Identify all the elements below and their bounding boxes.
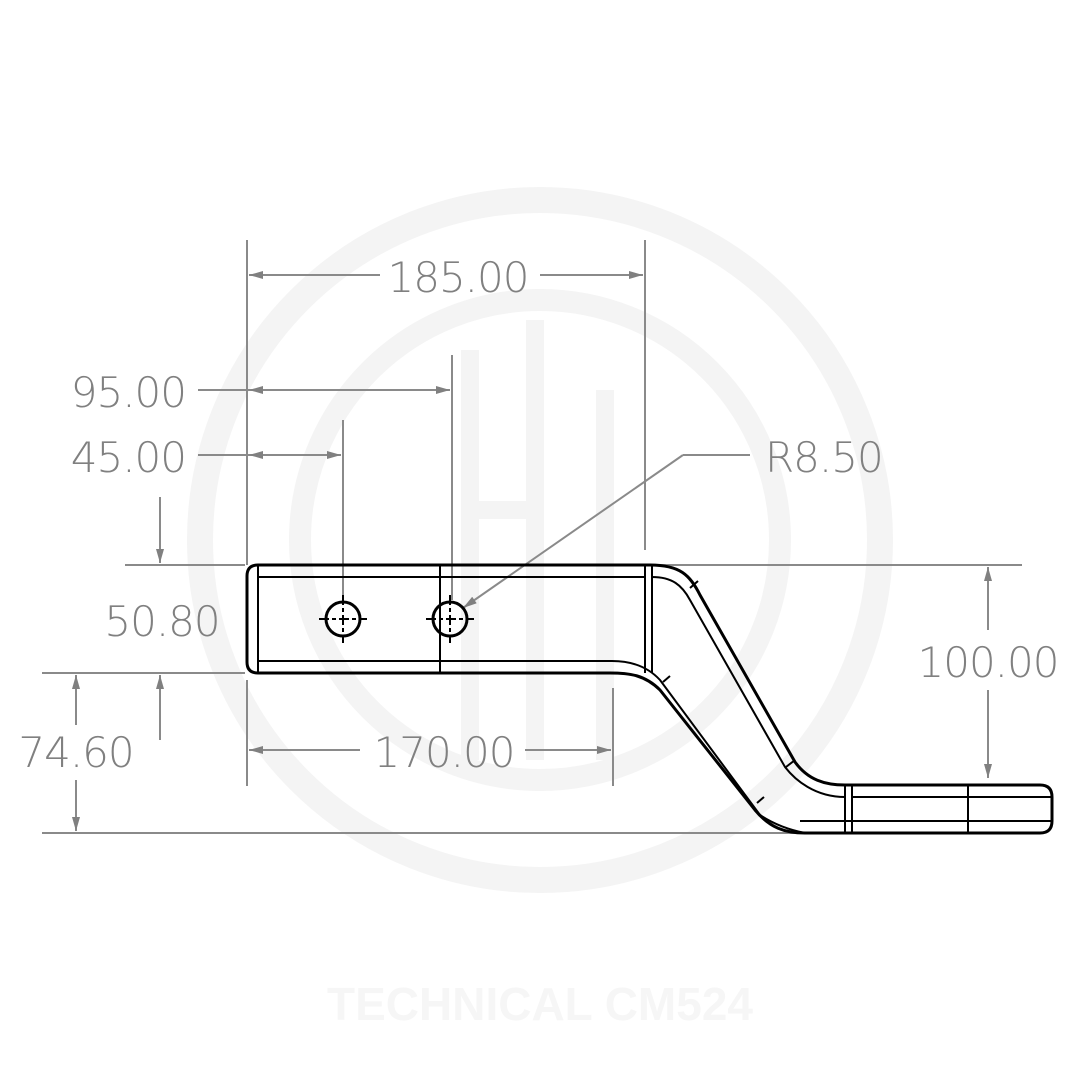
dimension-hole2-offset: 95.00 (71, 368, 450, 417)
dim-74-60: 74.60 (18, 728, 133, 777)
dimension-drop: 100.00 (918, 567, 1059, 778)
dim-100: 100.00 (918, 638, 1059, 687)
watermark-text: TECHNICAL CM524 (327, 978, 753, 1030)
watermark-logo (187, 187, 893, 893)
dim-50-80: 50.80 (104, 597, 219, 646)
hole-2 (426, 595, 474, 643)
dimension-bottom-offset: 74.60 (18, 675, 135, 831)
dimension-shank-height: 50.80 (104, 497, 221, 740)
dimension-overall-length: 185.00 (249, 253, 643, 302)
dim-95: 95.00 (71, 368, 186, 417)
extension-lines (42, 240, 1022, 834)
dim-170: 170.00 (374, 728, 515, 777)
dim-185: 185.00 (388, 253, 529, 302)
dim-45: 45.00 (71, 433, 186, 482)
tow-bar-part (245, 563, 1054, 835)
dimension-shank-length: 170.00 (249, 728, 611, 777)
dimension-hole1-offset: 45.00 (71, 433, 341, 482)
dim-r850: R8.50 (765, 433, 883, 482)
dimension-hole-radius: R8.50 (462, 433, 884, 609)
hole-1 (319, 595, 367, 643)
